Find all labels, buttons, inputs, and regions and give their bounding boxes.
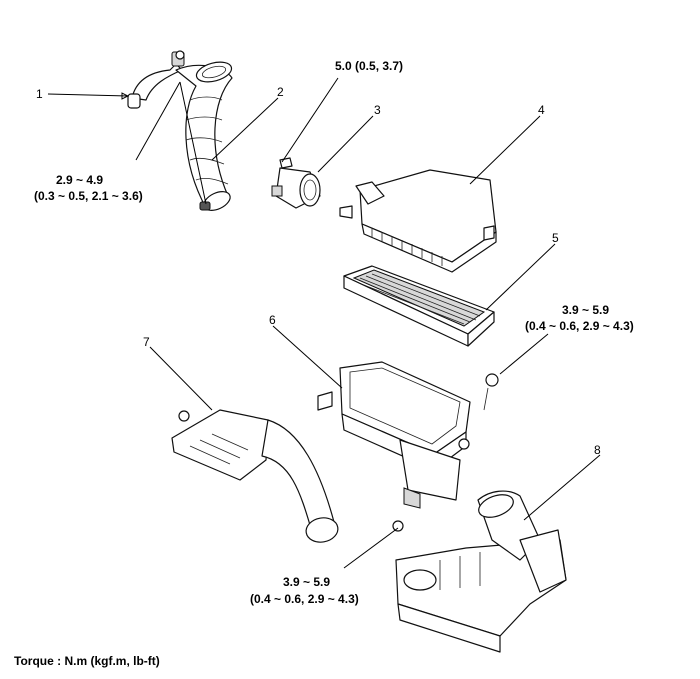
callout-7: 7 bbox=[143, 335, 150, 349]
callout-1: 1 bbox=[36, 87, 43, 101]
part-5-filter-element bbox=[343, 265, 495, 347]
torque-bracket-bolt-line2: (0.4 ~ 0.6, 2.9 ~ 4.3) bbox=[250, 592, 359, 606]
part-6-lower-case bbox=[317, 361, 471, 509]
callout-5: 5 bbox=[552, 231, 559, 245]
part-4-upper-cover bbox=[339, 169, 497, 273]
torque-hose-clamp-line2: (0.3 ~ 0.5, 2.1 ~ 3.6) bbox=[34, 189, 143, 203]
torque-unit-note: Torque : N.m (kgf.m, lb-ft) bbox=[14, 654, 160, 668]
torque-lower-case-bolt-line1: 3.9 ~ 5.9 bbox=[562, 303, 609, 317]
callout-4: 4 bbox=[538, 103, 545, 117]
leader-lines bbox=[47, 77, 601, 569]
bolt-lower-case bbox=[483, 373, 499, 411]
torque-hose-clamp-line1: 2.9 ~ 4.9 bbox=[56, 173, 103, 187]
callout-2: 2 bbox=[277, 85, 284, 99]
part-1-breather-hose bbox=[127, 50, 185, 109]
torque-lower-case-bolt-line2: (0.4 ~ 0.6, 2.9 ~ 4.3) bbox=[525, 319, 634, 333]
part-7-air-duct bbox=[171, 409, 339, 543]
torque-sensor-screw: 5.0 (0.5, 3.7) bbox=[335, 59, 403, 73]
callout-3: 3 bbox=[374, 103, 381, 117]
torque-bracket-bolt-line1: 3.9 ~ 5.9 bbox=[283, 575, 330, 589]
part-2-intake-hose bbox=[175, 61, 233, 211]
part-8-bracket bbox=[392, 490, 567, 653]
callout-8: 8 bbox=[594, 443, 601, 457]
part-3-airflow-sensor bbox=[271, 157, 321, 209]
callout-6: 6 bbox=[269, 313, 276, 327]
